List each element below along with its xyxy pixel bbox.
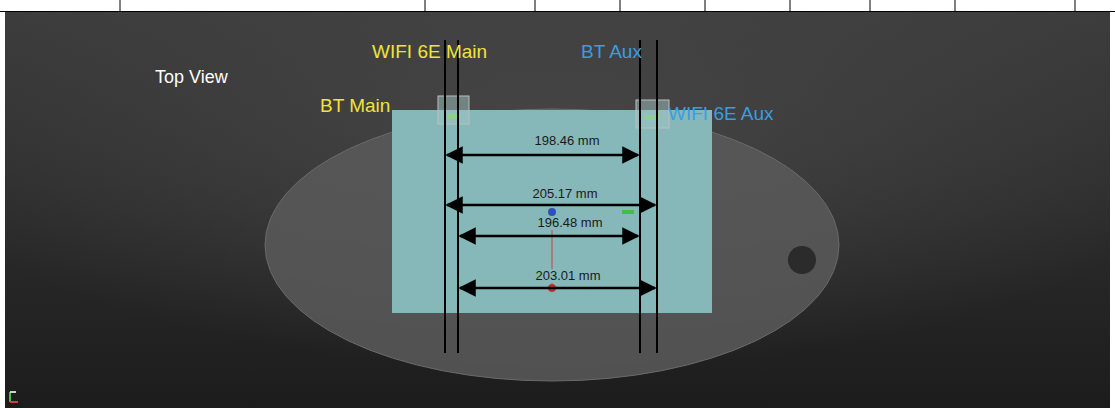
dimension-label: 198.46 mm: [532, 134, 601, 148]
dimension-arrows: [447, 155, 655, 288]
view-title: Top View: [155, 68, 228, 88]
antenna-marker: [438, 96, 469, 124]
antenna-label: BT Aux: [581, 42, 642, 63]
device-outline: [265, 109, 839, 381]
antenna-label: BT Main: [320, 96, 390, 117]
antenna-label: WIFI 6E Aux: [668, 104, 774, 125]
viewport-background: [5, 12, 1110, 408]
antenna-label: WIFI 6E Main: [372, 42, 487, 63]
viewport-glow: [5, 12, 1110, 408]
table-lines: [0, 0, 1115, 12]
dimension-label: 196.48 mm: [535, 216, 604, 230]
origin-dot: [548, 208, 556, 216]
dimension-label: 203.01 mm: [533, 269, 602, 283]
axis-marker: [622, 210, 634, 214]
hole: [788, 246, 816, 274]
axis-icon: [10, 392, 18, 402]
dimension-label: 205.17 mm: [530, 187, 599, 201]
reference-lines: [445, 40, 657, 353]
table-strip: [0, 0, 1115, 12]
board: [392, 110, 712, 313]
